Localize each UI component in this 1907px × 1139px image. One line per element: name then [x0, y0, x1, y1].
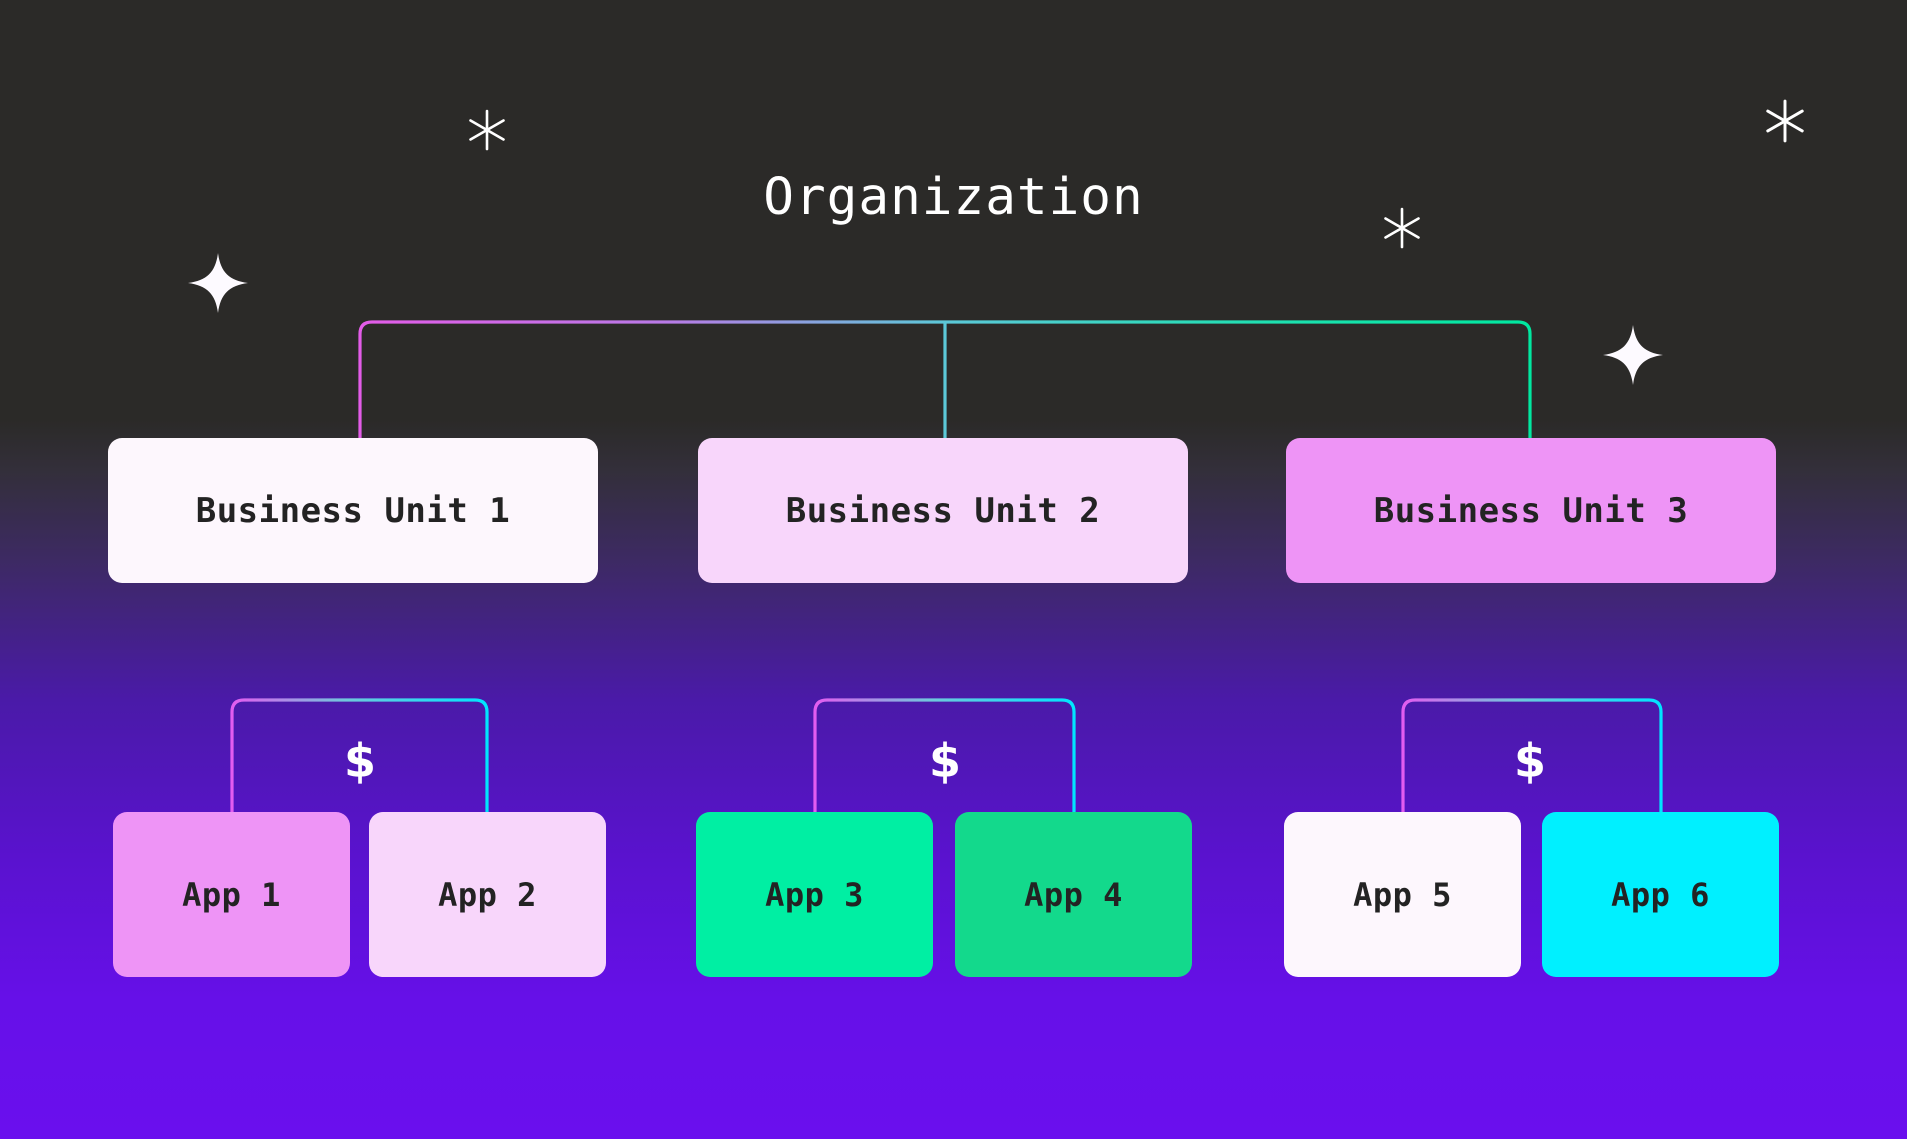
app-node[interactable]: App 6	[1542, 812, 1779, 977]
cost-indicator: $	[343, 734, 376, 788]
cost-indicator: $	[928, 734, 961, 788]
business-unit-node[interactable]: Business Unit 1	[108, 438, 598, 583]
asterisk-icon	[465, 108, 509, 152]
business-unit-node[interactable]: Business Unit 2	[698, 438, 1188, 583]
asterisk-icon	[1762, 98, 1808, 144]
sparkle-star-icon	[187, 252, 249, 314]
app-node[interactable]: App 3	[696, 812, 933, 977]
cost-indicator: $	[1513, 734, 1546, 788]
app-node[interactable]: App 4	[955, 812, 1192, 977]
app-node[interactable]: App 1	[113, 812, 350, 977]
app-node[interactable]: App 5	[1284, 812, 1521, 977]
sparkle-star-icon	[1602, 324, 1664, 386]
app-node[interactable]: App 2	[369, 812, 606, 977]
page-title: Organization	[763, 168, 1144, 227]
business-unit-node[interactable]: Business Unit 3	[1286, 438, 1776, 583]
